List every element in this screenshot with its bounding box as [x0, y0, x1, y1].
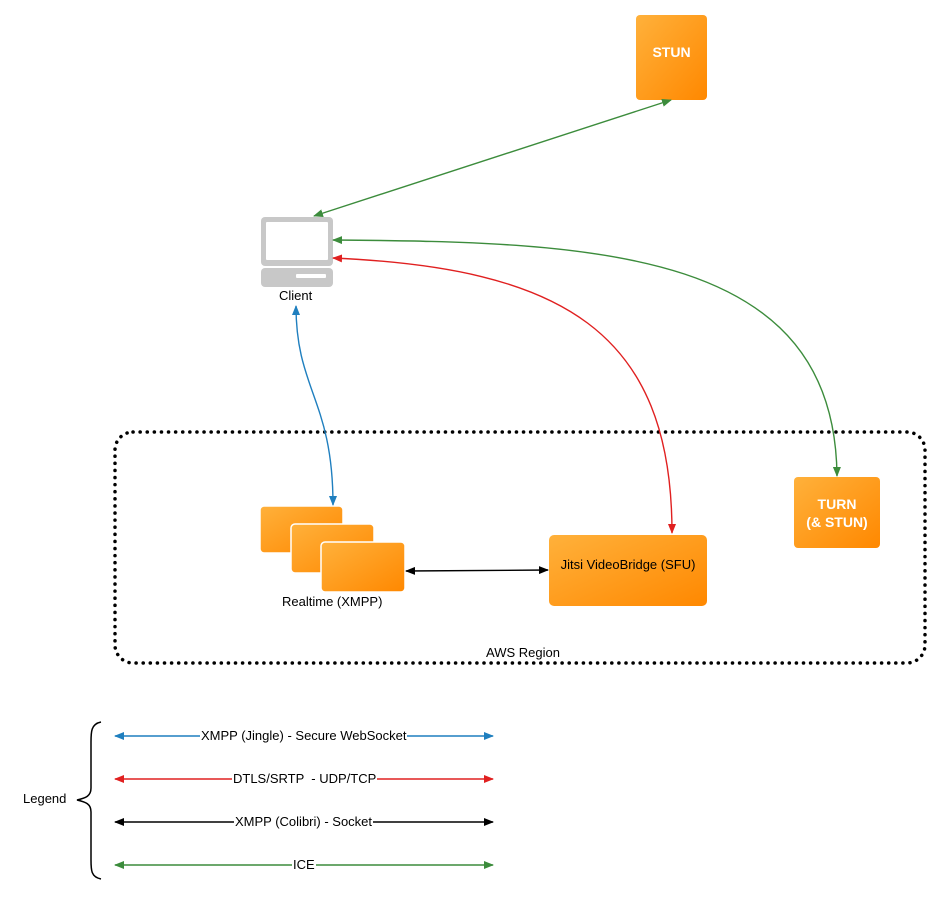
stun-label: STUN — [652, 44, 691, 60]
aws-region-label: AWS Region — [486, 645, 560, 660]
legend-label-dtls: DTLS/SRTP - UDP/TCP — [232, 771, 378, 786]
turn-label: TURN (& STUN) — [806, 495, 868, 530]
legend-label-colibri: XMPP (Colibri) - Socket — [234, 814, 374, 829]
jvb-label: Jitsi VideoBridge (SFU) — [560, 556, 696, 572]
client-label: Client — [279, 288, 313, 303]
ice-client-stun — [313, 98, 672, 218]
legend-brace — [76, 721, 102, 880]
dtls-client-jvb — [332, 254, 676, 534]
xmpp-client-realtime — [292, 305, 337, 506]
aws-region-border — [113, 430, 927, 665]
stun-box — [636, 15, 707, 100]
legend-label-ice: ICE — [292, 857, 316, 872]
legend-title: Legend — [23, 791, 67, 806]
realtime-stack — [259, 505, 406, 593]
computer-icon — [261, 217, 333, 287]
realtime-label: Realtime (XMPP) — [282, 594, 383, 609]
turn-box — [794, 477, 880, 548]
legend-label-xmpp-jingle: XMPP (Jingle) - Secure WebSocket — [200, 728, 408, 743]
jvb-box — [549, 535, 707, 606]
ice-client-turn — [332, 236, 841, 477]
colibri-realtime-jvb — [405, 566, 549, 575]
